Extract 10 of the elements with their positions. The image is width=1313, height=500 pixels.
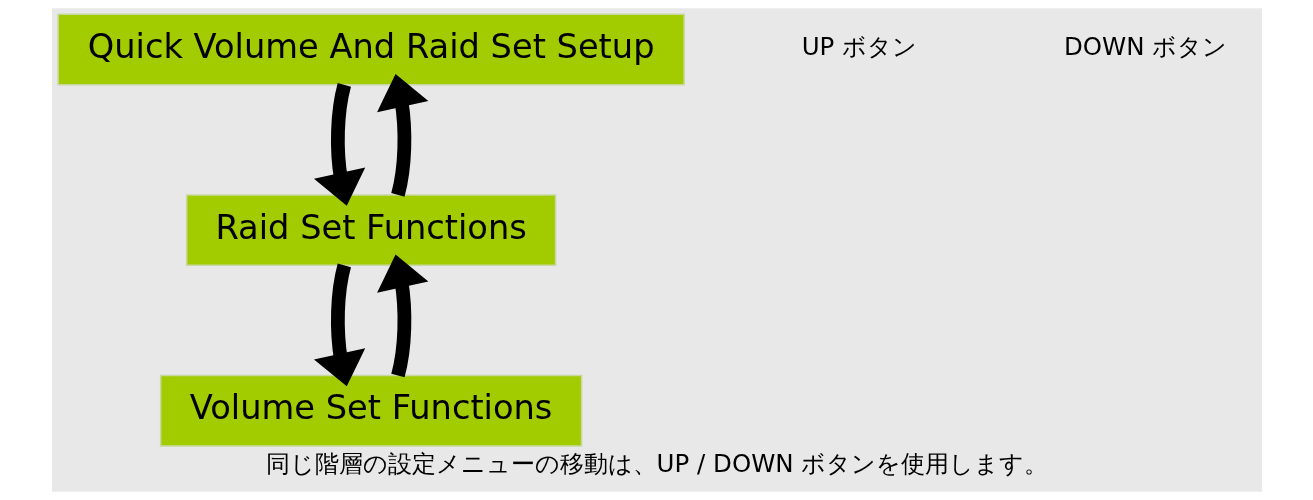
- caption: 同じ階層の設定メニューの移動は、UP / DOWN ボタンを使用します。: [265, 448, 1048, 478]
- node-box: Raid Set Functions: [185, 194, 556, 267]
- label: UP ボタン: [801, 32, 917, 62]
- arrow: [376, 73, 428, 197]
- arrow: [376, 254, 428, 378]
- label: DOWN ボタン: [1063, 32, 1227, 62]
- node-box: Volume Set Functions: [159, 374, 582, 447]
- node-box: Quick Volume And Raid Set Setup: [56, 13, 685, 86]
- arrow: [313, 263, 365, 387]
- arrow: [313, 83, 365, 206]
